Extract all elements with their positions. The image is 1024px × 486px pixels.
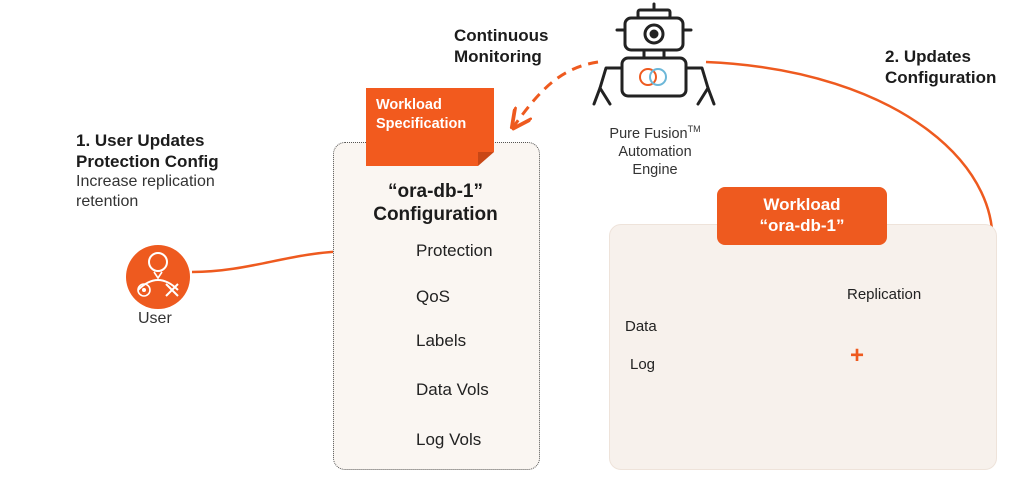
user-updates-title-1: 1. User Updates [76,131,205,150]
engine-line-2: Automation [618,143,692,160]
fusion-logo-icon [639,68,667,86]
user-updates-sub-1: Increase replication [76,173,215,190]
workload-title-badge: Workload “ora-db-1” [717,187,887,245]
spec-note-line-1: Workload [376,97,442,113]
monitoring-line-2: Monitoring [454,47,542,66]
updates-config-line-2: Configuration [885,68,997,87]
replication-label: Replication [847,286,922,303]
log-label: Log [630,356,656,373]
robot-icon [592,2,716,106]
configuration-card [333,142,540,470]
trademark-mark: TM [687,124,701,134]
user-updates-title-2: Protection Config [76,152,219,171]
config-item-protection: Protection [416,241,493,260]
user-updates-label: 1. User Updates Protection Config Increa… [76,130,219,212]
user-updates-sub-2: retention [76,193,139,210]
user-update-arrow [191,251,350,274]
monitoring-arrow [514,60,599,126]
monitoring-line-1: Continuous [454,26,549,45]
updates-configuration-label: 2. Updates Configuration [885,46,996,88]
workload-title-line-2: “ora-db-1” [759,216,845,235]
engine-label: Pure FusionTM Automation Engine [585,120,725,179]
config-card-title: “ora-db-1” Configuration [333,180,538,226]
spec-note-line-2: Specification [376,116,467,132]
config-item-labels: Labels [416,331,467,350]
config-title-line-1: “ora-db-1” [388,181,483,202]
workload-specification-note: Workload Specification [366,88,494,166]
config-title-line-2: Configuration [373,204,498,225]
engine-line-3: Engine [632,161,678,178]
data-label: Data [625,318,657,335]
updates-config-line-1: 2. Updates [885,47,971,66]
user-icon [126,245,190,309]
config-item-log-vols: Log Vols [416,430,482,449]
config-item-data-vols: Data Vols [416,380,489,399]
spec-note-fold [478,152,494,166]
plus-sign: + [850,342,865,369]
user-label: User [138,310,172,327]
workload-panel [609,224,997,470]
workload-title-line-1: Workload [763,195,841,214]
engine-line-1: Pure Fusion [609,125,688,142]
monitoring-label: Continuous Monitoring [454,25,548,67]
config-item-qos: QoS [416,287,451,306]
